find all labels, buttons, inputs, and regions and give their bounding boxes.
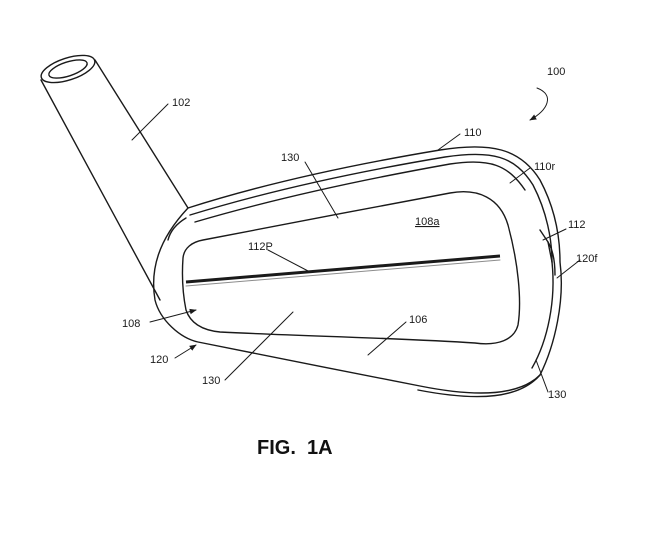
- label-130-bottom: 130: [202, 375, 220, 387]
- leader-lines: [131, 87, 581, 393]
- striking-face: [181, 191, 521, 345]
- label-110r: 110r: [534, 161, 556, 173]
- hosel: [40, 54, 189, 301]
- figure-caption: FIG. 1A: [257, 437, 333, 459]
- score-line: [185, 254, 501, 284]
- label-130-right: 130: [548, 389, 566, 401]
- label-108a: 108a: [415, 216, 440, 228]
- label-120f: 120f: [576, 253, 598, 265]
- label-102: 102: [172, 97, 190, 109]
- label-120: 120: [150, 354, 168, 366]
- label-100: 100: [547, 66, 565, 78]
- label-110: 110: [464, 127, 482, 139]
- club-head-body: [152, 146, 562, 398]
- label-130-top: 130: [281, 152, 299, 164]
- label-112: 112: [568, 219, 586, 231]
- label-106: 106: [409, 314, 427, 326]
- label-108: 108: [122, 318, 140, 330]
- label-112p: 112P: [248, 241, 273, 253]
